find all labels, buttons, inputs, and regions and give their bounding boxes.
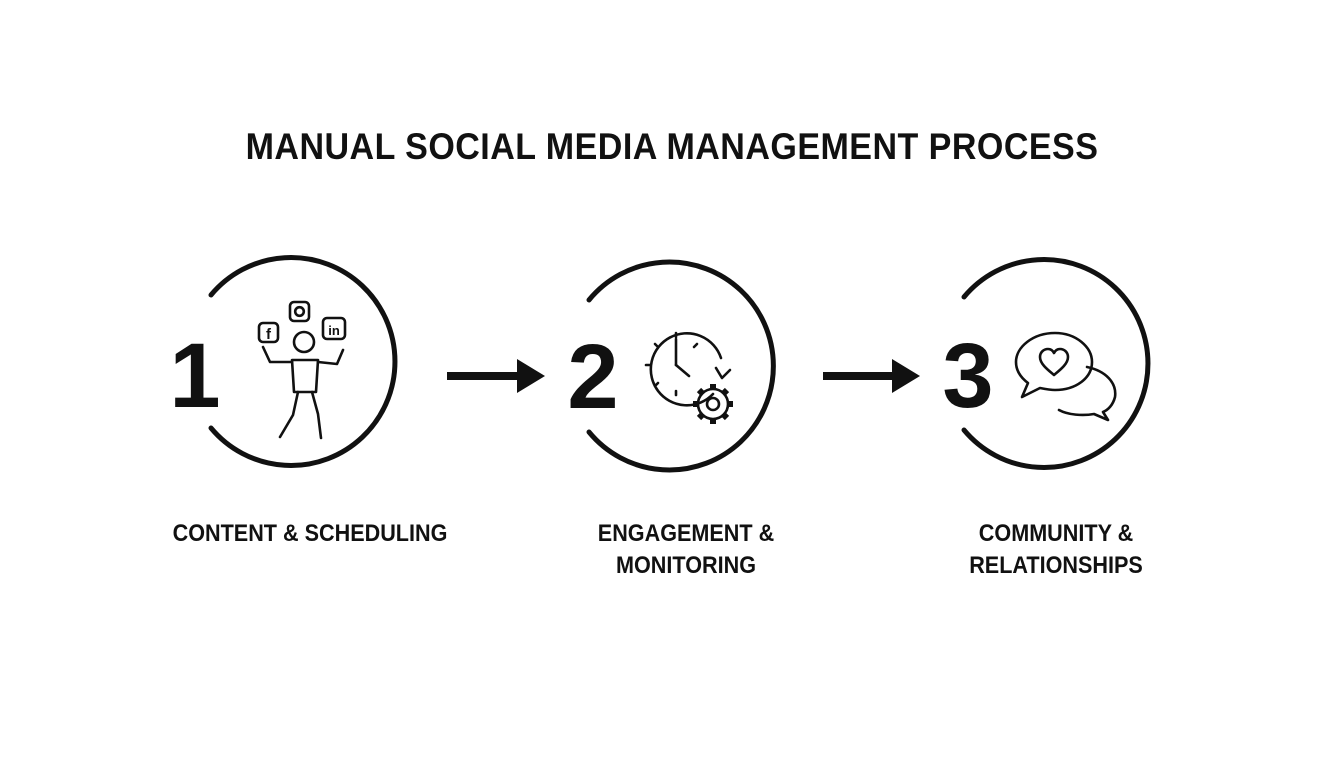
- step-1-label-line-1: CONTENT & SCHEDULING: [172, 520, 448, 547]
- step-3-number: 3: [942, 325, 993, 427]
- step-2: 2: [567, 259, 776, 473]
- step-3: 3: [942, 257, 1151, 470]
- step-2-number: 2: [567, 326, 618, 428]
- facebook-badge-label: f: [266, 326, 272, 343]
- juggling-social-icons-icon: [257, 300, 347, 440]
- step-2-label-line-1: ENGAGEMENT &: [597, 520, 775, 547]
- step-1-number: 1: [169, 325, 220, 427]
- step-3-label-line-1: COMMUNITY &: [978, 520, 1134, 547]
- step-2-label-line-2: MONITORING: [615, 552, 757, 579]
- chat-bubbles-heart-icon: [1014, 331, 1117, 422]
- step-1: 1 f in: [169, 255, 398, 468]
- arrow-2-to-3: [823, 359, 920, 393]
- step-1-ring: [208, 255, 398, 468]
- clock-gear-icon: [644, 331, 733, 424]
- step-1-label: CONTENT & SCHEDULING: [166, 518, 454, 550]
- arrow-1-to-2: [447, 359, 545, 393]
- step-3-label-line-2: RELATIONSHIPS: [969, 552, 1143, 579]
- step-3-ring: [961, 257, 1151, 470]
- linkedin-badge-label: in: [328, 323, 340, 338]
- diagram-title: MANUAL SOCIAL MEDIA MANAGEMENT PROCESS: [245, 126, 1099, 167]
- step-2-label: ENGAGEMENT & MONITORING: [542, 518, 830, 582]
- step-3-label: COMMUNITY & RELATIONSHIPS: [912, 518, 1200, 582]
- step-2-ring: [586, 259, 776, 473]
